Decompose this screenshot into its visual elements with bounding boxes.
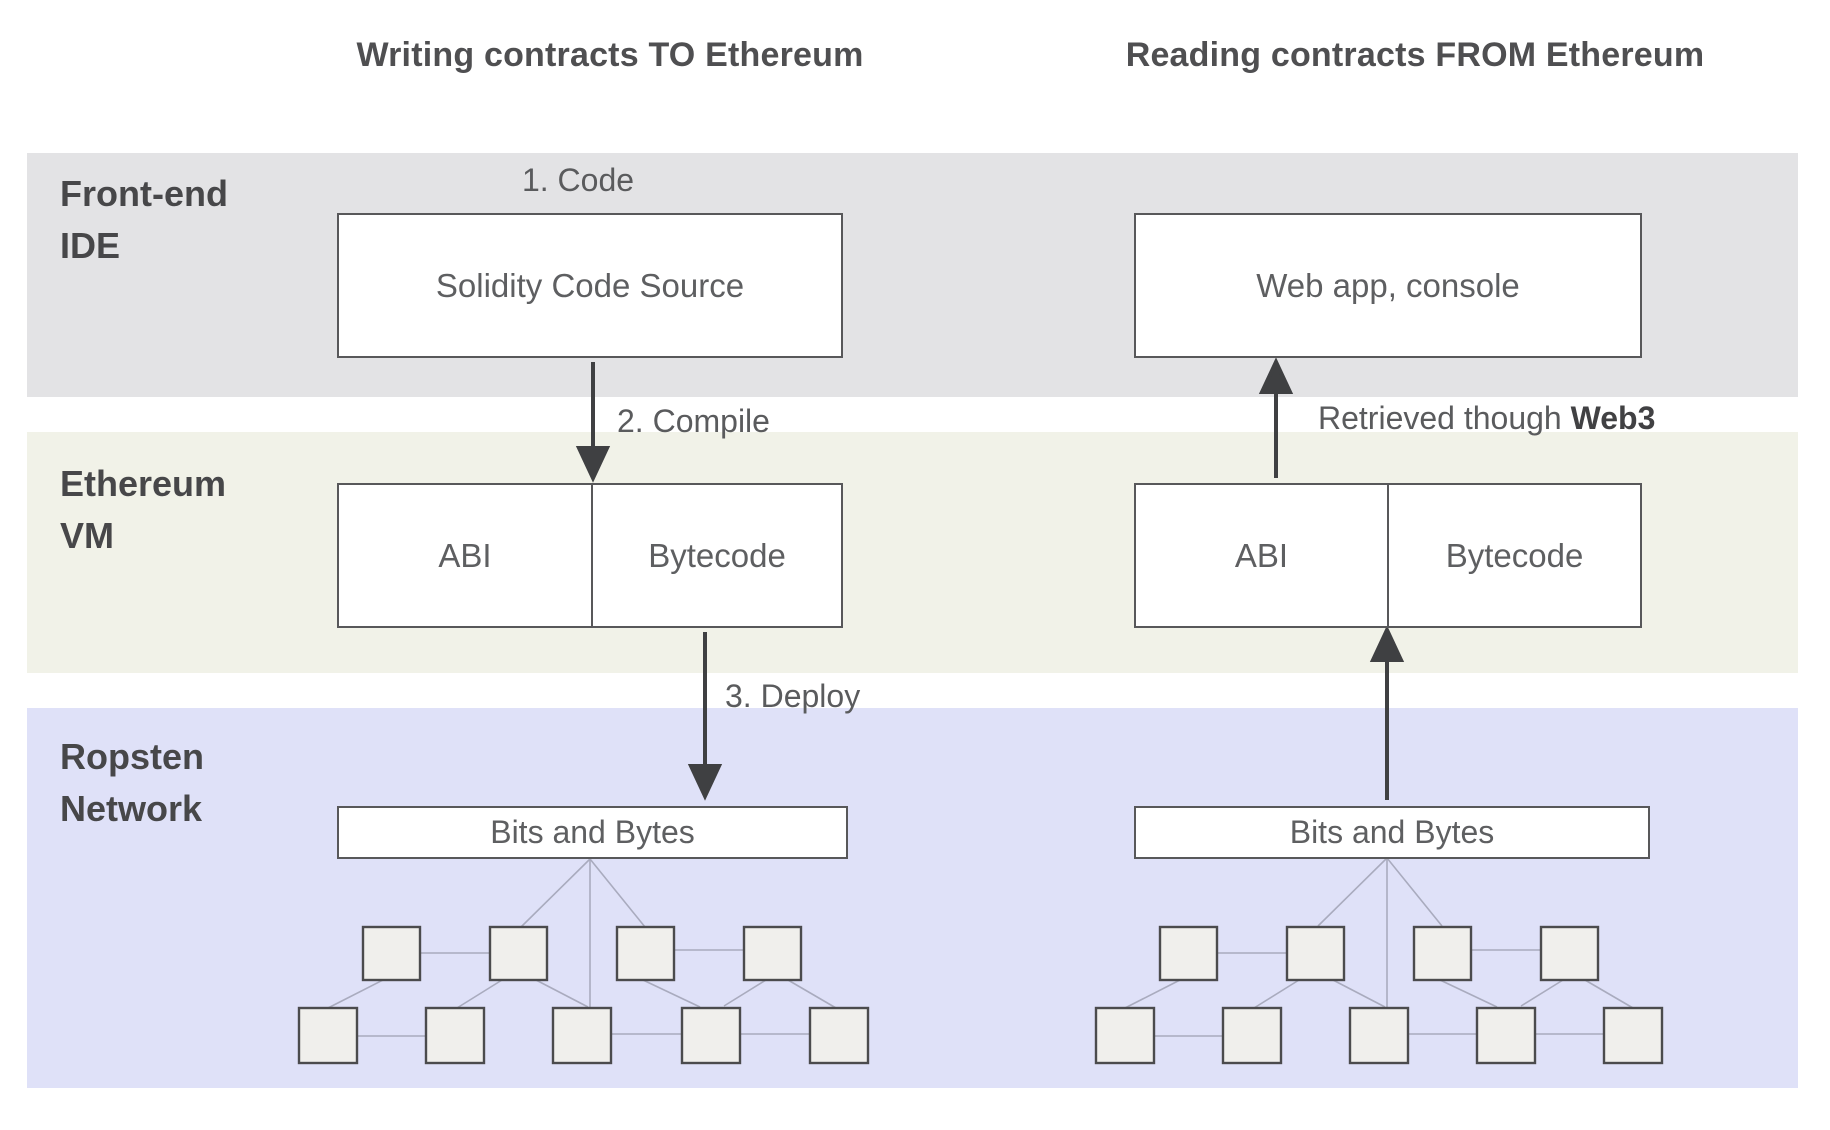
band-label-line: Network [60, 787, 203, 829]
bits-and-bytes-box-left: Bits and Bytes [337, 806, 848, 859]
network-node [1221, 1006, 1283, 1065]
abi-cell: ABI [1136, 485, 1389, 626]
right-network-nodes [1094, 925, 1664, 1065]
band-label-line: Front-end [60, 173, 228, 214]
retrieve-arrow-head [1258, 357, 1294, 394]
network-node [1285, 925, 1346, 982]
abi-cell: ABI [339, 485, 593, 626]
network-node [1602, 1006, 1664, 1065]
network-node [297, 1006, 359, 1065]
bytecode-label: Bytecode [1445, 536, 1584, 574]
retrieved-prefix: Retrieved though [1318, 400, 1571, 436]
left-network-links [327, 858, 837, 1037]
network-node [615, 925, 676, 982]
network-node [808, 1006, 870, 1065]
compile-arrow-head [575, 446, 611, 483]
web3-bold: Web3 [1570, 400, 1656, 436]
solidity-code-source-label: Solidity Code Source [435, 266, 745, 304]
bytecode-cell: Bytecode [593, 485, 841, 626]
network-node [1094, 1006, 1156, 1065]
step-label-deploy: 3. Deploy [725, 678, 861, 714]
band-label-line: IDE [60, 224, 121, 266]
step-label-compile: 2. Compile [617, 403, 770, 439]
network-node [551, 1006, 613, 1065]
network-node [1158, 925, 1219, 982]
network-node [361, 925, 422, 982]
step-label-code: 1. Code [521, 162, 635, 198]
bits-and-bytes-label: Bits and Bytes [490, 814, 695, 850]
abi-label: ABI [1234, 536, 1289, 574]
title-reading-contracts: Reading contracts FROM Ethereum [1125, 36, 1705, 74]
solidity-code-source-box: Solidity Code Source [337, 213, 843, 358]
title-writing-contracts: Writing contracts TO Ethereum [356, 36, 864, 74]
right-network-links [1124, 857, 1634, 1037]
abi-bytecode-box-left: ABI Bytecode [337, 483, 843, 628]
band-label-line: Ethereum [60, 463, 227, 504]
network-node [1412, 925, 1473, 982]
band-label-line: VM [60, 514, 114, 556]
retrieved-through-web3-label: Retrieved though Web3 [1318, 400, 1655, 437]
abi-bytecode-box-right: ABI Bytecode [1134, 483, 1642, 628]
network-node [1475, 1006, 1537, 1065]
web-app-console-label: Web app, console [1256, 266, 1520, 304]
deploy-arrow-head [687, 764, 723, 801]
network-node [680, 1006, 742, 1065]
band-label-frontend-ide: Front-end IDE [60, 168, 320, 272]
abi-label: ABI [438, 536, 492, 574]
band-label-ethereum-vm: Ethereum VM [60, 458, 320, 562]
read-arrow-head [1369, 625, 1405, 662]
bytecode-label: Bytecode [648, 536, 786, 574]
bits-and-bytes-label: Bits and Bytes [1289, 814, 1495, 850]
band-label-line: Ropsten [60, 736, 204, 777]
band-label-ropsten-network: Ropsten Network [60, 731, 320, 835]
bits-and-bytes-box-right: Bits and Bytes [1134, 806, 1650, 859]
network-node [1539, 925, 1600, 982]
left-network-nodes [297, 925, 870, 1065]
bytecode-cell: Bytecode [1389, 485, 1640, 626]
network-node [424, 1006, 486, 1065]
network-node [488, 925, 549, 982]
network-node [742, 925, 803, 982]
network-node [1348, 1006, 1410, 1065]
web-app-console-box: Web app, console [1134, 213, 1642, 358]
